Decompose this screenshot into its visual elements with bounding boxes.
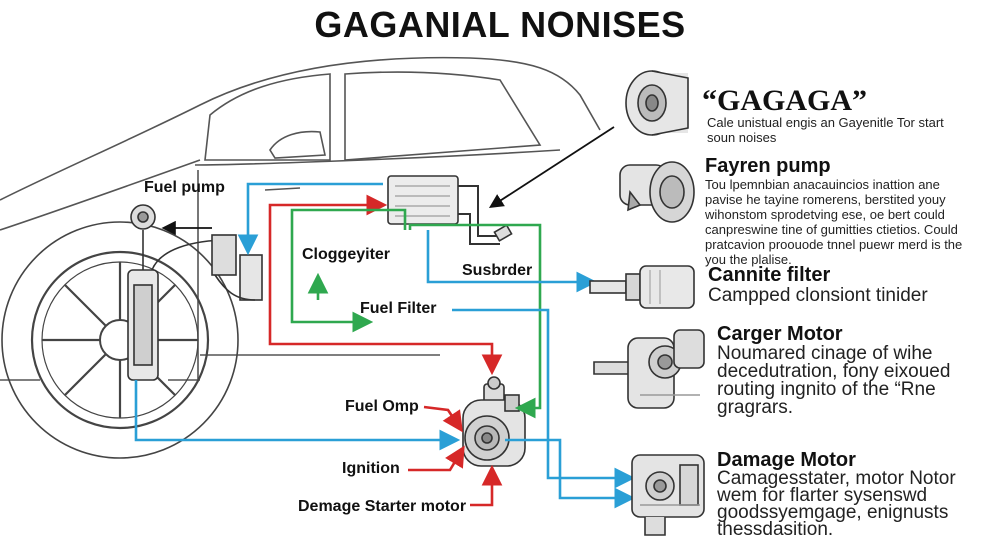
label-ignition: Ignition: [342, 460, 400, 477]
damaged-motor-icon: [631, 454, 705, 536]
car-outline: [0, 56, 601, 381]
text-line: wihonstom sprodetving ese, oe bert could: [705, 207, 945, 222]
diagram-title: GAGANIAL NONISES: [314, 4, 686, 45]
panel-heading-cannite-filter: Cannite filter: [708, 264, 831, 286]
panel-text-carger-motor: Noumared cinage of wihe decedutration, f…: [717, 343, 951, 418]
panel-text-gagaga: Cale unistual engis an Gayenitle Tor sta…: [707, 115, 944, 145]
label-demage-starter: Demage Starter motor: [298, 498, 467, 515]
fuel-lines: [134, 126, 636, 509]
label-fuel-filter: Fuel Filter: [360, 300, 437, 317]
text-line: thessdasition.: [717, 519, 834, 540]
panel-text-fayren-pump: Tou lpemnbian anacauincios inattion ane …: [705, 177, 995, 267]
text-line: Campped clonsiont tinider: [708, 285, 928, 306]
wheel: [1, 221, 239, 459]
text-line: goodssyemgage, enignusts: [717, 502, 949, 523]
text-line: Cale unistual engis an Gayenitle Tor sta…: [707, 115, 944, 130]
inline-filter-icon: [589, 265, 695, 309]
panel-text-cannite-filter: Campped clonsiont tinider: [708, 286, 928, 305]
fuel-filter-housing: [387, 175, 513, 245]
text-line: routing ingnito of the “Rne: [717, 379, 936, 400]
label-susbrder: Susbrder: [462, 262, 533, 279]
text-line: pratcavion proouode tnnel puewr merd is …: [705, 237, 963, 252]
panel-heading-gagaga: “GAGAGA”: [702, 84, 867, 117]
fuel-filter-canister-icon: [625, 70, 689, 136]
text-line: canpreswine tine of gumitties ctietios. …: [705, 222, 958, 237]
fuel-pump-icon: [619, 161, 695, 223]
text-line: Noumared cinage of wihe: [717, 343, 933, 364]
text-line: gragrars.: [717, 397, 794, 418]
panel-heading-carger-motor: Carger Motor: [717, 323, 843, 345]
label-cloggeyiter: Cloggeyiter: [302, 246, 391, 263]
text-line: Tou lpemnbian anacauincios inattion ane: [705, 177, 940, 192]
panel-heading-fayren-pump: Fayren pump: [705, 155, 831, 177]
panel-text-damage-motor: Camagesstater, motor Notor wem for flart…: [717, 468, 956, 540]
text-line: decedutration, fony eixoued: [717, 361, 951, 382]
panel-heading-damage-motor: Damage Motor: [717, 449, 856, 471]
fuel-pump-assembly: [127, 204, 263, 381]
label-fuel-omp: Fuel Omp: [345, 398, 419, 415]
text-line: soun noises: [707, 130, 777, 145]
text-line: pavise he tayine romerens, berstited you…: [705, 192, 946, 207]
starter-motor-icon: [593, 329, 705, 409]
text-line: Camagesstater, motor Notor: [717, 468, 956, 489]
fuel-pump-motor: [462, 376, 526, 467]
label-fuel-pump: Fuel pump: [144, 179, 225, 196]
text-line: wem for flarter sysenswd: [717, 485, 928, 506]
text-line: you the plalise.: [705, 252, 792, 267]
